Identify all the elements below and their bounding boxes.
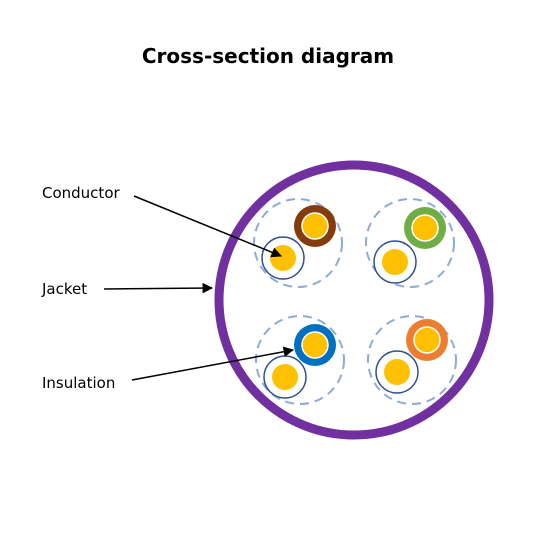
jacket-ring [214, 160, 494, 440]
diagram-title: Cross-section diagram [141, 44, 395, 68]
label-insulation: Insulation [42, 374, 115, 392]
pair-group-top-right [365, 198, 455, 288]
pair-group-bottom-right [367, 315, 457, 405]
pair-group-bottom-left [255, 315, 345, 405]
conductor-core [384, 359, 410, 385]
arrow-insulation [131, 346, 295, 381]
conductor-core [413, 326, 441, 354]
conductor-core [411, 214, 439, 242]
arrow-jacket [103, 282, 214, 294]
label-jacket: Jacket [41, 280, 87, 298]
conductor-core [270, 245, 296, 271]
label-conductor: Conductor [42, 184, 120, 202]
pair-group-top-left [253, 198, 343, 288]
conductor-core [382, 249, 408, 275]
conductor-core [301, 331, 329, 359]
conductor-core [301, 212, 329, 240]
arrow-conductor [133, 195, 282, 258]
conductor-core [272, 364, 298, 390]
